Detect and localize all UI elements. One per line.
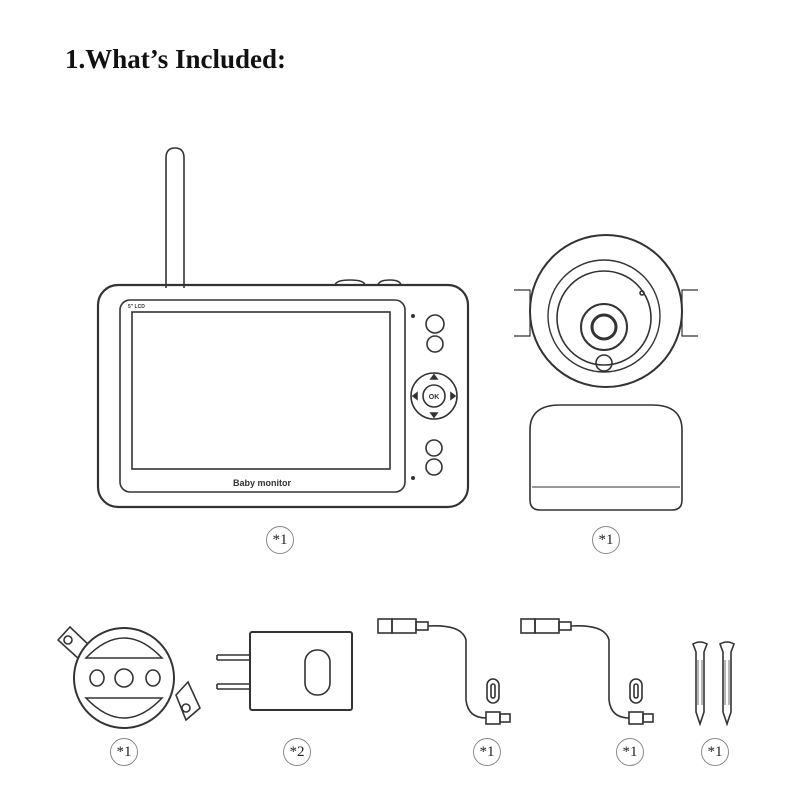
- camera-quantity: *1: [592, 526, 620, 554]
- usb-cable-drawing-2: [520, 618, 654, 725]
- music-button: [425, 439, 443, 457]
- monitor-body: [96, 283, 470, 509]
- camera-lens: [590, 313, 618, 341]
- section-title: 1.What’s Included:: [65, 44, 287, 74]
- parent-monitor-drawing: 5" LCD Baby monitor OK: [96, 147, 470, 509]
- top-buttons: [334, 279, 402, 286]
- monitor-quantity: *1: [266, 526, 294, 554]
- usb-cable-drawing: [377, 618, 511, 725]
- screen-bezel: [119, 299, 406, 493]
- ok-button: [422, 384, 446, 408]
- camera-base: [529, 404, 683, 511]
- antenna: [165, 147, 185, 288]
- wall-mount-drawing: [56, 625, 201, 729]
- ok-label: OK: [429, 394, 440, 401]
- brand-label: Baby monitor: [233, 478, 292, 488]
- power-button: [425, 458, 443, 476]
- talk-button: [425, 314, 445, 334]
- camera-drawing: [514, 234, 698, 511]
- screws-quantity: *1: [701, 738, 729, 766]
- screen: [131, 311, 391, 470]
- camera-switch-button: [426, 335, 444, 353]
- screws-drawing: [692, 641, 735, 727]
- lcd-label: 5" LCD: [128, 304, 145, 310]
- cable-1-quantity: *1: [473, 738, 501, 766]
- dpad: [410, 372, 458, 420]
- adapter-quantity: *2: [283, 738, 311, 766]
- mount-quantity: *1: [110, 738, 138, 766]
- cable-2-quantity: *1: [616, 738, 644, 766]
- power-adapter-drawing: [216, 631, 353, 711]
